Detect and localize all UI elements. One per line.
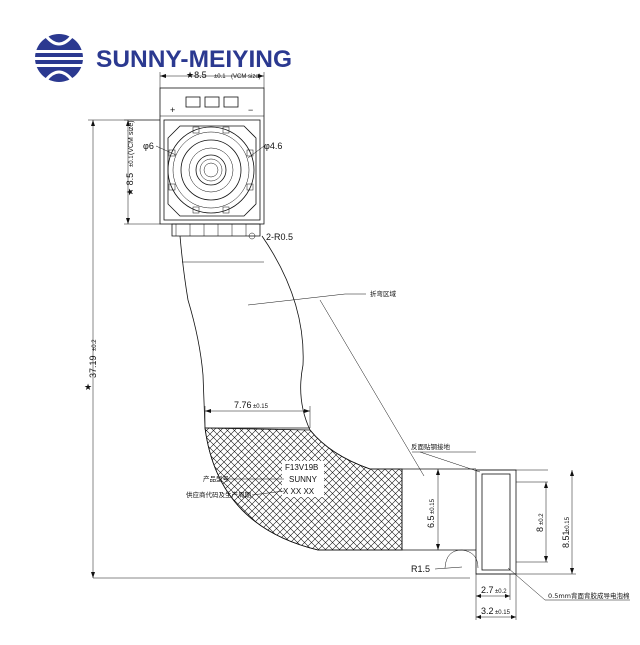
bend-zone-label: 折弯区域 (370, 289, 397, 298)
svg-text:(VCM size): (VCM size) (128, 120, 135, 155)
svg-text:±0.15: ±0.15 (565, 516, 571, 532)
svg-text:±0.15: ±0.15 (430, 498, 436, 514)
svg-text:★: ★ (84, 382, 92, 392)
connector-851-value: 8.51 (561, 530, 571, 548)
product-marking: F13V19B SUNNY X XX XX 产品型号 供应商代码及生产周期 (186, 461, 324, 499)
connector-height-value: 6.5 (426, 515, 436, 528)
connector-height-dimension: 6.5 ±0.15 (426, 469, 440, 550)
svg-text:±0.2: ±0.2 (495, 589, 507, 595)
height-value: ★ 8.5 (125, 173, 135, 196)
camera-module: + − φ6 φ4.6 (143, 87, 282, 240)
svg-text:±0.1: ±0.1 (214, 74, 226, 80)
corner-radius-label: 2-R0.5 (266, 232, 293, 242)
contact-pad (204, 96, 220, 108)
height-dimension: ★ 8.5 ±0.1 (VCM size) (124, 119, 160, 225)
stiffener-label: 反面贴钢接地 (411, 442, 451, 451)
stiffener-callout: 反面贴钢接地 (319, 299, 481, 477)
radius-callout: R1.5 (411, 549, 479, 574)
marking-model: F13V19B (285, 463, 318, 472)
svg-text:±0.2: ±0.2 (92, 339, 98, 351)
diameter-right-label: φ4.6 (264, 141, 282, 151)
svg-text:±0.15: ±0.15 (253, 404, 269, 410)
svg-text:(VCM size): (VCM size) (231, 74, 261, 80)
flex-width-dimension: 7.76 ±0.15 (204, 400, 311, 428)
width-dimension: ★8.5 ±0.1 (VCM size) (159, 70, 265, 88)
marking-brand: SUNNY (289, 475, 318, 484)
svg-text:±0.2: ±0.2 (539, 513, 545, 525)
width-value: ★8.5 (186, 70, 207, 80)
bend-zone-callout: 折弯区域 (247, 289, 397, 306)
svg-text:±0.15: ±0.15 (495, 610, 511, 616)
pin-plus-label: + (170, 105, 175, 115)
total-length-value: 37.19 (88, 355, 98, 378)
conductive-tape-callout: 0.5mm背面背胶成导电泡棉 (507, 567, 630, 601)
pin-minus-label: − (248, 105, 253, 115)
diameter-left-label: φ6 (143, 141, 154, 151)
contact-pad (185, 96, 201, 108)
conductive-tape-label: 0.5mm背面背胶成导电泡棉 (548, 591, 630, 600)
width-32-value: 3.2 (481, 606, 494, 616)
contact-pad (223, 96, 239, 108)
flex-width-value: 7.76 (234, 400, 252, 410)
board-connector: 8 ±0.2 8.51 ±0.15 (475, 469, 576, 575)
brand-name: SUNNY-MEIYING (96, 46, 292, 73)
width-27-value: 2.7 (481, 585, 494, 595)
module-base (171, 223, 261, 237)
lens-aperture (195, 154, 227, 186)
connector-width-dimensions: 2.7 ±0.2 3.2 ±0.15 (475, 574, 517, 620)
supplier-code-label: 供应商代码及生产周期 (186, 490, 252, 499)
lens-holder (167, 126, 255, 214)
svg-text:±0.1: ±0.1 (129, 155, 135, 167)
marking-date-code: X XX XX (283, 487, 315, 496)
company-logo: SUNNY-MEIYING (30, 34, 292, 82)
total-length-dimension: ★ 37.19 ±0.2 (84, 119, 470, 579)
radius-value: R1.5 (411, 564, 430, 574)
connector-8-value: 8 (535, 527, 545, 532)
product-model-label: 产品型号 (203, 474, 230, 483)
